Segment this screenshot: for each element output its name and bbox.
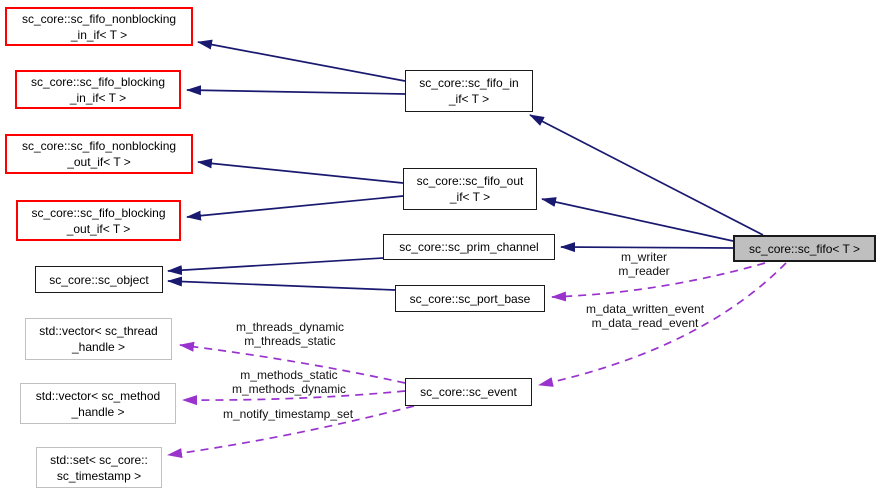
edge-in-if-to-blocking-in-if (186, 85, 406, 96)
edge-label-methods: m_methods_static m_methods_dynamic (231, 368, 347, 396)
edge-event-to-vector-thread (179, 341, 406, 384)
edge-label-data-events: m_data_written_event m_data_read_event (585, 302, 705, 330)
edge-fifo-to-event-members (538, 262, 787, 387)
edge-fifo-to-prim-channel (560, 242, 734, 253)
edge-label-notify-timestamp: m_notify_timestamp_set (222, 407, 354, 421)
edge-event-to-set-timestamp (167, 405, 415, 459)
edge-port-base-to-object (167, 276, 396, 291)
node-sc-fifo-focus: sc_core::sc_fifo< T > (733, 235, 876, 262)
edge-fifo-to-port-base-members (551, 262, 766, 302)
node-sc-object[interactable]: sc_core::sc_object (35, 266, 163, 293)
edge-in-if-to-nonblocking-in-if (197, 39, 406, 82)
node-sc-fifo-out-if[interactable]: sc_core::sc_fifo_out _if< T > (403, 168, 537, 210)
edge-fifo-to-in-if (529, 114, 764, 236)
node-sc-prim-channel[interactable]: sc_core::sc_prim_channel (383, 234, 555, 260)
edge-label-threads: m_threads_dynamic m_threads_static (235, 320, 345, 348)
edge-prim-channel-to-object (167, 257, 384, 276)
edge-out-if-to-blocking-out-if (186, 195, 404, 221)
node-std-set-sc-timestamp[interactable]: std::set< sc_core:: sc_timestamp > (36, 447, 162, 488)
edge-fifo-to-out-if (541, 197, 734, 242)
node-sc-fifo-in-if[interactable]: sc_core::sc_fifo_in _if< T > (405, 70, 533, 112)
node-sc-fifo-nonblocking-out-if[interactable]: sc_core::sc_fifo_nonblocking _out_if< T … (5, 134, 193, 174)
edge-label-writer-reader: m_writer m_reader (618, 250, 670, 278)
node-std-vector-sc-method-handle[interactable]: std::vector< sc_method _handle > (20, 383, 176, 424)
node-sc-event[interactable]: sc_core::sc_event (405, 378, 532, 406)
node-sc-port-base[interactable]: sc_core::sc_port_base (395, 285, 545, 312)
node-std-vector-sc-thread-handle[interactable]: std::vector< sc_thread _handle > (25, 318, 172, 360)
edge-out-if-to-nonblocking-out-if (197, 158, 404, 184)
node-sc-fifo-nonblocking-in-if[interactable]: sc_core::sc_fifo_nonblocking _in_if< T > (5, 7, 193, 46)
node-sc-fifo-blocking-out-if[interactable]: sc_core::sc_fifo_blocking _out_if< T > (16, 200, 181, 241)
node-sc-fifo-blocking-in-if[interactable]: sc_core::sc_fifo_blocking _in_if< T > (15, 70, 181, 109)
